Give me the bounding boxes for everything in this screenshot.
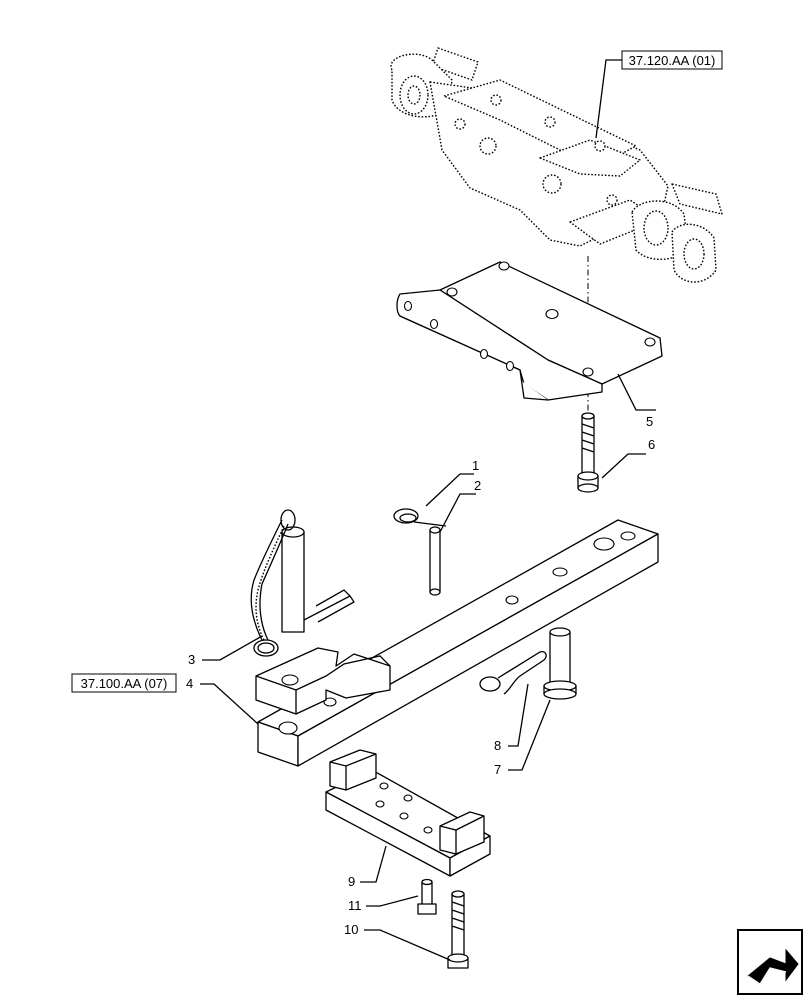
part-2-pin (429, 526, 441, 596)
next-page-arrow-icon[interactable] (737, 929, 803, 995)
axle-reference-text: 37.120.AA (01) (629, 53, 716, 68)
callout-10: 10 (344, 922, 358, 937)
callout-7: 7 (494, 762, 501, 777)
callout-3: 3 (188, 652, 195, 667)
part-5-mounting-bracket (396, 261, 663, 401)
part-1-retaining-clip (393, 508, 447, 527)
callout-11: 11 (348, 898, 362, 913)
callout-5: 5 (646, 414, 653, 429)
drawbar-reference-link[interactable]: 37.100.AA (07) (71, 673, 177, 693)
part-3-chained-pin (250, 509, 355, 657)
axle-reference-link[interactable]: 37.120.AA (01) (621, 50, 723, 70)
part-4-drawbar (255, 519, 659, 767)
part-9-support-block (325, 749, 491, 877)
callout-1: 1 (472, 458, 479, 473)
callout-9: 9 (348, 874, 355, 889)
part-7-clevis-pin (543, 627, 577, 700)
part-8-r-clip (479, 650, 547, 695)
callout-8: 8 (494, 738, 501, 753)
callout-4: 4 (186, 676, 193, 691)
part-6-bolt (577, 412, 599, 493)
rear-axle-housing-ref (390, 47, 723, 283)
callout-2: 2 (474, 478, 481, 493)
part-11-short-bolt (417, 878, 437, 915)
part-10-long-bolt (447, 890, 469, 969)
callout-6: 6 (648, 437, 655, 452)
drawbar-reference-text: 37.100.AA (07) (81, 676, 168, 691)
